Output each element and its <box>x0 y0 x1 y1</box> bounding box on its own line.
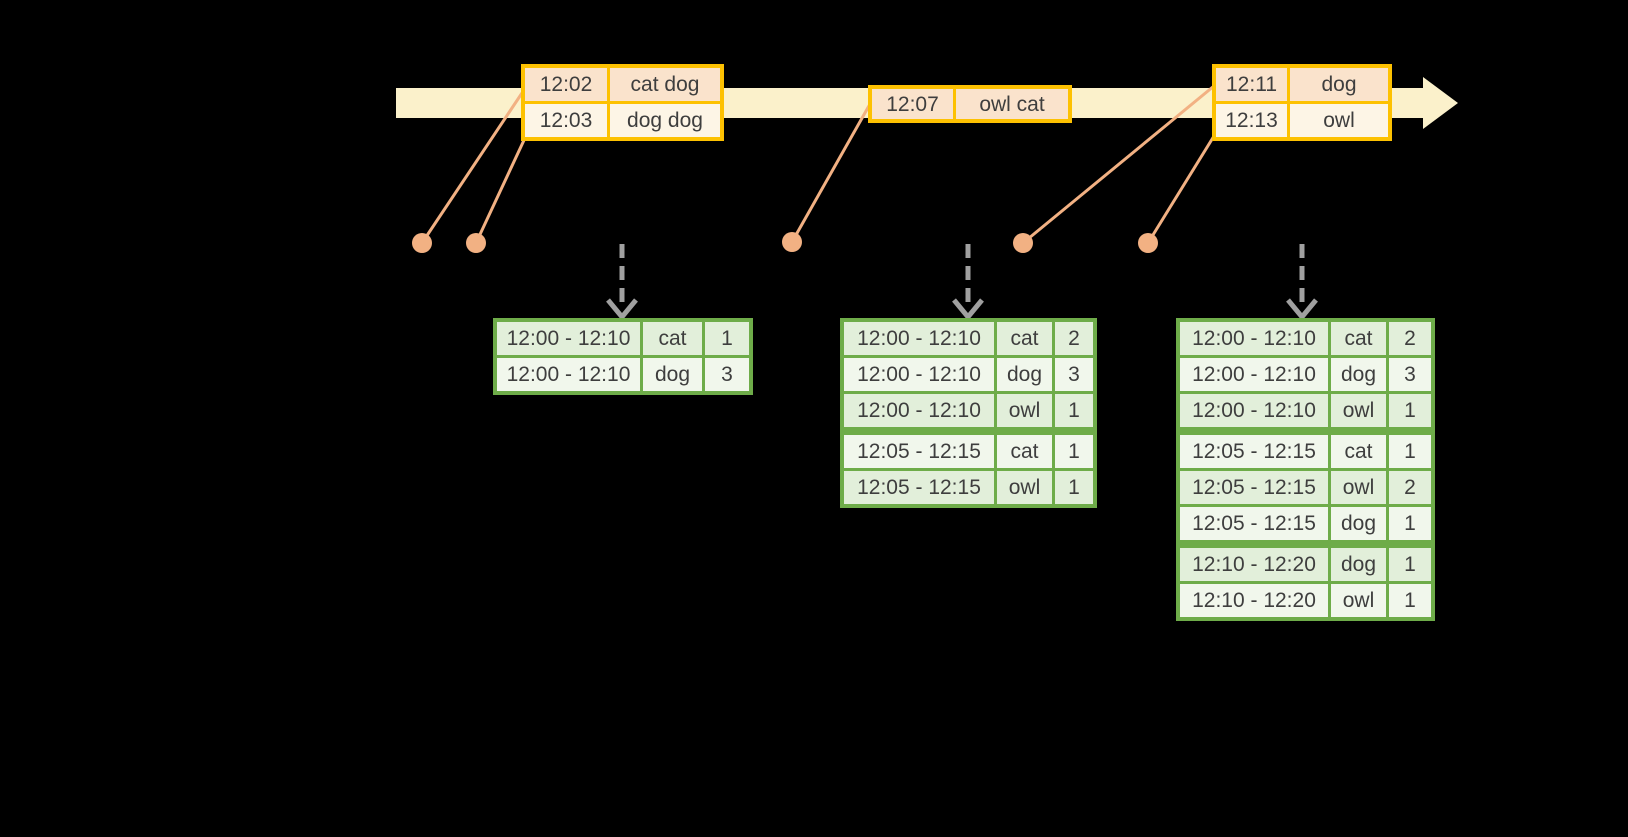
window-cell: 12:00 - 12:10 <box>844 358 994 391</box>
event-dot <box>782 232 802 252</box>
count-cell: 1 <box>1389 548 1431 581</box>
word-cell: owl <box>1331 394 1386 427</box>
event-words-cell: owl cat <box>956 89 1068 119</box>
word-cell: dog <box>1331 507 1386 540</box>
count-cell: 1 <box>1389 507 1431 540</box>
word-cell: dog <box>643 358 702 391</box>
connector-line <box>1146 135 1216 244</box>
window-cell: 12:00 - 12:10 <box>1180 322 1328 355</box>
window-cell: 12:10 - 12:20 <box>1180 584 1328 617</box>
count-cell: 2 <box>1389 322 1431 355</box>
word-cell: owl <box>1331 471 1386 504</box>
window-cell: 12:00 - 12:10 <box>497 322 640 355</box>
count-cell: 1 <box>1055 471 1093 504</box>
word-cell: dog <box>997 358 1052 391</box>
event-dot <box>466 233 486 253</box>
window-cell: 12:00 - 12:10 <box>1180 358 1328 391</box>
event-time-cell: 12:13 <box>1216 104 1287 137</box>
word-cell: cat <box>1331 435 1386 468</box>
word-cell: owl <box>1331 584 1386 617</box>
count-cell: 3 <box>1389 358 1431 391</box>
event-dot <box>412 233 432 253</box>
count-cell: 2 <box>1055 322 1093 355</box>
window-cell: 12:05 - 12:15 <box>1180 435 1328 468</box>
event-words-cell: dog <box>1290 68 1388 101</box>
count-cell: 1 <box>705 322 749 355</box>
count-cell: 1 <box>1055 394 1093 427</box>
word-cell: cat <box>997 322 1052 355</box>
window-cell: 12:05 - 12:15 <box>1180 471 1328 504</box>
window-cell: 12:00 - 12:10 <box>844 322 994 355</box>
window-cell: 12:00 - 12:10 <box>1180 394 1328 427</box>
event-dot <box>1138 233 1158 253</box>
word-cell: cat <box>997 435 1052 468</box>
word-cell: owl <box>997 471 1052 504</box>
window-cell: 12:05 - 12:15 <box>844 471 994 504</box>
word-cell: dog <box>1331 358 1386 391</box>
event-time-cell: 12:02 <box>525 68 607 101</box>
event-dot <box>1013 233 1033 253</box>
window-cell: 12:05 - 12:15 <box>844 435 994 468</box>
word-cell: cat <box>643 322 702 355</box>
event-words-cell: dog dog <box>610 104 720 137</box>
window-cell: 12:10 - 12:20 <box>1180 548 1328 581</box>
event-words-cell: owl <box>1290 104 1388 137</box>
word-cell: dog <box>1331 548 1386 581</box>
count-cell: 1 <box>1389 435 1431 468</box>
count-cell: 2 <box>1389 471 1431 504</box>
count-cell: 1 <box>1389 584 1431 617</box>
window-cell: 12:00 - 12:10 <box>844 394 994 427</box>
count-cell: 1 <box>1055 435 1093 468</box>
event-words-cell: cat dog <box>610 68 720 101</box>
event-time-cell: 12:11 <box>1216 68 1287 101</box>
event-time-cell: 12:07 <box>872 89 953 119</box>
window-cell: 12:00 - 12:10 <box>497 358 640 391</box>
connector-line <box>474 137 527 244</box>
window-cell: 12:05 - 12:15 <box>1180 507 1328 540</box>
dashed-arrow-head-icon <box>952 298 984 321</box>
count-cell: 3 <box>705 358 749 391</box>
word-cell: owl <box>997 394 1052 427</box>
dashed-arrow-head-icon <box>606 298 638 321</box>
timeline-arrowhead-icon <box>1423 77 1458 129</box>
event-time-cell: 12:03 <box>525 104 607 137</box>
dashed-arrow-head-icon <box>1286 298 1318 321</box>
count-cell: 3 <box>1055 358 1093 391</box>
word-cell: cat <box>1331 322 1386 355</box>
count-cell: 1 <box>1389 394 1431 427</box>
connector-line <box>790 103 872 243</box>
